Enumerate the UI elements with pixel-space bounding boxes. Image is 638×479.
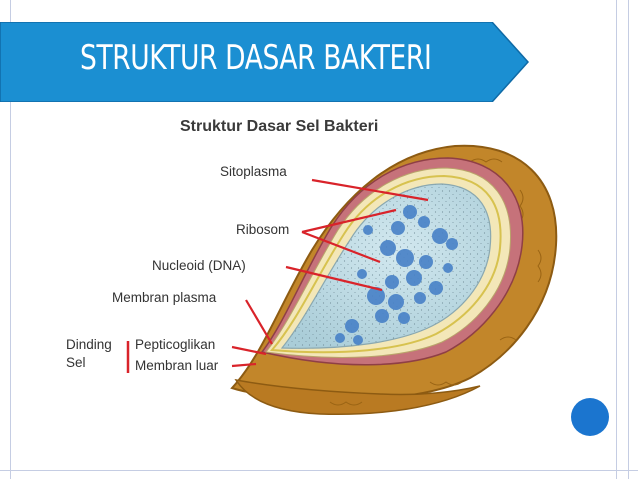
diagram-title: Struktur Dasar Sel Bakteri <box>180 118 379 135</box>
pointer-sitoplasma <box>311 178 429 202</box>
label-sitoplasma: Sitoplasma <box>220 164 287 179</box>
pointer-ribosom-2 <box>301 230 381 264</box>
label-dinding: Dinding <box>66 337 112 352</box>
pointer-membran-luar <box>231 362 257 368</box>
membrane-line-yellow <box>269 174 502 354</box>
pointer-pepticoglikan <box>231 345 267 356</box>
label-membran-plasma: Membran plasma <box>112 290 217 305</box>
frame-line-bottom <box>0 470 638 471</box>
nucleoid-dna <box>335 205 458 345</box>
pointer-nucleoid <box>285 265 383 292</box>
frame-line-left <box>10 0 11 479</box>
capsule-flap <box>234 378 481 416</box>
label-pepticoglikan: Pepticoglikan <box>135 337 216 352</box>
frame-line-right-outer <box>628 0 629 479</box>
slide-title: STRUKTUR DASAR BAKTERI <box>80 38 432 78</box>
label-membran-luar: Membran luar <box>135 358 219 373</box>
label-sel: Sel <box>66 355 86 370</box>
pointer-ribosom-1 <box>301 208 397 234</box>
label-nucleoid: Nucleoid (DNA) <box>152 258 246 273</box>
title-banner <box>0 22 530 102</box>
label-ribosom: Ribosom <box>236 222 290 237</box>
pointer-membran-plasma <box>245 299 273 345</box>
decorative-blue-circle <box>571 398 609 436</box>
frame-line-right-inner <box>616 0 617 479</box>
